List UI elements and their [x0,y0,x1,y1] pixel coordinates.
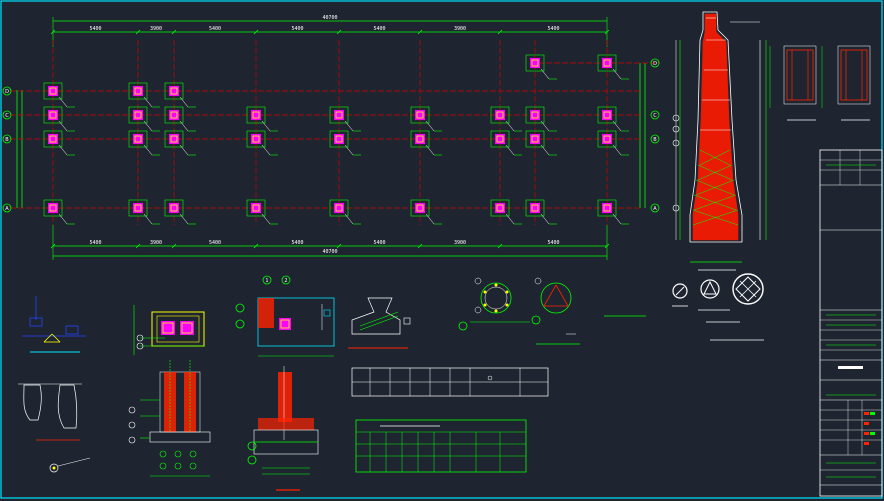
wall-base-detail [348,297,411,349]
column-rebar-details [769,45,871,121]
column-footing [128,106,160,132]
bottom-dimension-label: 5400 [373,240,385,246]
column-footings [43,54,629,225]
footing-section [247,366,319,491]
top-dimension-ticks: 5400 3900 5400 5400 5400 3900 5400 [50,26,610,35]
chimney-elevation [672,11,767,271]
right-axis-bubbles: D C B A [650,58,660,213]
column-footing [329,130,361,156]
column-footing [410,130,442,156]
column-footing [490,199,522,225]
schedule-table-wide [351,367,549,397]
pedestal-plan-detail [133,305,205,355]
top-dimension-label: 5400 [373,26,385,32]
column-footing [43,199,75,225]
top-dimension-label: 5400 [291,26,303,32]
top-dimension-label: 3900 [150,26,162,32]
column-footing [597,106,629,132]
bottom-dimension-label: 5400 [89,240,101,246]
column-footing [597,199,629,225]
bottom-total-dimension: 40700 [322,249,337,255]
column-footing [246,199,278,225]
bottom-dimension-label: 5400 [547,240,559,246]
axis-label-d-right: D [653,61,657,67]
bottom-dimension-ticks: 5400 3900 5400 5400 5400 3900 5400 [50,240,610,249]
column-footing [525,106,557,132]
column-footing [128,130,160,156]
column-footing [490,130,522,156]
column-footing [525,54,557,80]
column-footing [597,130,629,156]
axis-label-a-left: A [5,206,9,212]
footing-rebar-plan: 1 2 [235,275,335,357]
bottom-dimension-label: 5400 [209,240,221,246]
column-footing [164,82,196,108]
column-footing [597,54,629,80]
column-footing [164,199,196,225]
top-dimension-label: 5400 [209,26,221,32]
top-total-dimension: 40700 [322,15,337,21]
column-footing [525,130,557,156]
axis-label-a-right: A [653,206,657,212]
pile-cap-blue-detail [22,296,86,353]
axis-label-c-right: C [653,113,657,119]
pedestal-section-detail [128,360,211,477]
column-footing [246,106,278,132]
section-mark-1: 1 [265,278,268,284]
column-footing [329,199,361,225]
column-footing [128,82,160,108]
column-footing [43,130,75,156]
column-footing [164,106,196,132]
column-footing [490,106,522,132]
top-dimension-label: 5400 [89,26,101,32]
bottom-dimension-label: 3900 [454,240,466,246]
bottom-dimension-label: 3900 [150,240,162,246]
vertical-axis-lines [52,40,608,225]
axis-label-b-right: B [653,137,657,143]
reinforcement-symbols [672,273,764,341]
top-dimension-label: 3900 [454,26,466,32]
title-block [819,149,883,497]
column-footing [128,199,160,225]
column-footing [410,106,442,132]
column-footing [246,130,278,156]
axis-label-c-left: C [5,113,9,119]
foundation-plan: 40700 5400 3900 5400 5400 5400 3900 5400 40700… [2,15,660,260]
schedule-table-green [355,419,527,473]
left-axis-bubbles: D C B A [2,86,12,213]
column-footing [164,130,196,156]
column-footing [410,199,442,225]
column-footing [329,106,361,132]
column-footing [43,82,75,108]
column-footing [43,106,75,132]
axis-label-b-left: B [5,137,9,143]
pile-profile-detail [18,383,91,473]
column-footing [525,199,557,225]
axis-label-d-left: D [5,89,9,95]
top-dimension-label: 5400 [547,26,559,32]
circular-column-sections [458,277,646,345]
bottom-dimension-label: 5400 [291,240,303,246]
section-mark-2: 2 [284,278,287,284]
